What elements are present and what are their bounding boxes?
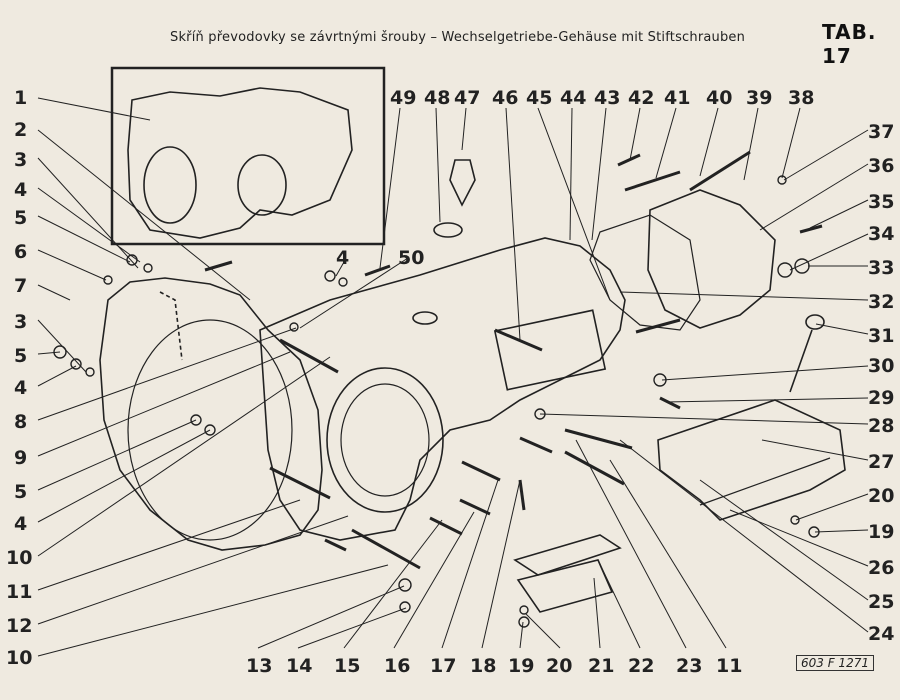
callout-number: 49 xyxy=(390,87,416,109)
callout-number: 47 xyxy=(454,87,480,109)
callout-number: 45 xyxy=(526,87,552,109)
drawing-code: 603 F 1271 xyxy=(796,655,874,671)
table-number: TAB. 17 xyxy=(822,20,877,68)
gearbox-housing xyxy=(259,237,626,541)
filler-plug xyxy=(449,159,476,207)
callout-number: 35 xyxy=(868,191,894,213)
callout-number: 6 xyxy=(14,241,27,263)
callout-number: 44 xyxy=(560,87,586,109)
inset-housing xyxy=(127,87,353,239)
callout-number: 12 xyxy=(6,615,32,637)
bell-housing xyxy=(99,277,323,551)
callout-number: 48 xyxy=(424,87,450,109)
callout-number: 40 xyxy=(706,87,732,109)
callout-number: 11 xyxy=(716,655,742,677)
callout-number: 34 xyxy=(868,223,894,245)
callout-number: 32 xyxy=(868,291,894,313)
callout-number: 18 xyxy=(470,655,496,677)
callout-number: 36 xyxy=(868,155,894,177)
callout-number: 17 xyxy=(430,655,456,677)
side-cover xyxy=(657,399,846,521)
callout-number: 26 xyxy=(868,557,894,579)
callout-number: 13 xyxy=(246,655,272,677)
callout-number: 33 xyxy=(868,257,894,279)
callout-number: 11 xyxy=(6,581,32,603)
callout-number: 3 xyxy=(14,311,27,333)
callout-number: 27 xyxy=(868,451,894,473)
callout-number: 8 xyxy=(14,411,27,433)
callout-number: 50 xyxy=(398,247,424,269)
callout-number: 46 xyxy=(492,87,518,109)
callout-number: 24 xyxy=(868,623,894,645)
housing-bore xyxy=(326,367,444,513)
bottom-plate-gasket xyxy=(513,534,622,576)
callout-number: 5 xyxy=(14,345,27,367)
callout-number: 4 xyxy=(14,179,27,201)
callout-number: 3 xyxy=(14,149,27,171)
callout-number: 28 xyxy=(868,415,894,437)
sealing-ring xyxy=(433,222,463,238)
callout-number: 29 xyxy=(868,387,894,409)
callout-number: 5 xyxy=(14,207,27,229)
callout-number: 19 xyxy=(868,521,894,543)
callout-number: 19 xyxy=(508,655,534,677)
callout-number: 14 xyxy=(286,655,312,677)
callout-number: 5 xyxy=(14,481,27,503)
callout-number: 31 xyxy=(868,325,894,347)
rear-cover xyxy=(647,189,776,329)
bottom-plate xyxy=(516,559,614,613)
callout-number: 20 xyxy=(546,655,572,677)
callout-number: 4 xyxy=(14,513,27,535)
callout-number: 20 xyxy=(868,485,894,507)
callout-number: 4 xyxy=(336,247,349,269)
callout-number: 43 xyxy=(594,87,620,109)
inset-frame xyxy=(110,66,386,246)
callout-number: 39 xyxy=(746,87,772,109)
callout-number: 21 xyxy=(588,655,614,677)
callout-number: 10 xyxy=(6,547,32,569)
callout-number: 2 xyxy=(14,119,27,141)
callout-number: 42 xyxy=(628,87,654,109)
callout-number: 7 xyxy=(14,275,27,297)
callout-number: 25 xyxy=(868,591,894,613)
callout-number: 41 xyxy=(664,87,690,109)
callout-number: 37 xyxy=(868,121,894,143)
callout-number: 15 xyxy=(334,655,360,677)
dipstick xyxy=(789,329,813,393)
callout-number: 38 xyxy=(788,87,814,109)
callout-number: 16 xyxy=(384,655,410,677)
callout-number: 1 xyxy=(14,87,27,109)
callout-number: 23 xyxy=(676,655,702,677)
callout-number: 30 xyxy=(868,355,894,377)
callout-number: 9 xyxy=(14,447,27,469)
inset-bore xyxy=(237,154,287,216)
page-title: Skříň převodovky se závrtnými šrouby – W… xyxy=(170,30,746,45)
callout-number: 22 xyxy=(628,655,654,677)
callout-number: 10 xyxy=(6,647,32,669)
callout-number: 4 xyxy=(14,377,27,399)
